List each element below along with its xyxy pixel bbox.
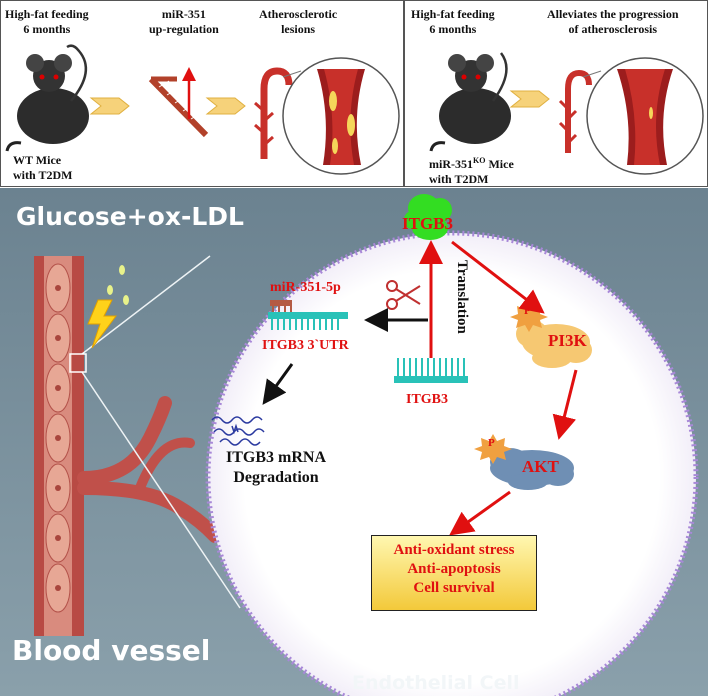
blood-vessel-wall: [34, 256, 84, 636]
degraded-mrna-icon: [211, 416, 265, 446]
alleviates-label: Alleviates the progression of atheroscle…: [547, 7, 679, 37]
degradation-label: ITGB3 mRNA Degradation: [226, 448, 326, 488]
ko-mice-panel: High-fat feeding 6 months Alleviates the…: [404, 0, 708, 187]
itgb3-mrna-icon: [394, 358, 468, 383]
endothelial-cell-label: Endothelial Cell: [352, 672, 520, 694]
mechanism-illustration: [0, 188, 708, 696]
hfd-line2: 6 months: [23, 22, 71, 36]
mir-upregulation-label: miR-351 up-regulation: [149, 7, 219, 37]
itgb3-receptor-icon: [404, 194, 452, 240]
stimulus-label: Glucose+ox-LDL: [16, 202, 244, 231]
healthy-artery-zoom: [586, 57, 704, 175]
chevron-arrow-icon: [89, 97, 130, 115]
zoom-box: [69, 353, 87, 373]
lesions-line1: Atherosclerotic: [259, 7, 338, 21]
mir-label-line2: up-regulation: [149, 22, 219, 36]
lesions-line2: lesions: [281, 22, 316, 36]
mirna-hairpin-icon: [148, 76, 209, 138]
mir-label-line1: miR-351: [161, 7, 206, 21]
wt-pathway-illustration: [5, 44, 400, 175]
alleviates-line1: Alleviates the progression: [547, 7, 679, 21]
chevron-arrow-icon-2: [205, 97, 246, 115]
wt-mice-label: WT Mice with T2DM: [13, 153, 72, 183]
akt-phospho-label: P: [488, 437, 495, 449]
mirna-binding-icon: [268, 300, 348, 330]
akt-to-outcome-arrow: [449, 490, 511, 536]
ko-mouse-icon: [429, 52, 511, 152]
hfd-label-left: High-fat feeding 6 months: [5, 7, 89, 37]
vessel-branches: [77, 396, 222, 543]
mirna-label: miR-351-5p: [270, 280, 341, 295]
ko-zoom-line: [582, 70, 602, 78]
itgb3-to-pi3k-arrow: [451, 240, 545, 314]
akt-phospho-icon: [474, 434, 512, 464]
wt-mice-line1: WT Mice: [13, 153, 62, 167]
hfd-right-line1: High-fat feeding: [411, 7, 495, 21]
degradation-line2: Degradation: [233, 469, 319, 486]
lightning-icon: [87, 299, 117, 349]
ko-mice-label: miR-351KO Mice with T2DM: [429, 153, 514, 187]
lesion-artery-zoom: [282, 57, 400, 175]
ko-pathway-illustration: [429, 52, 704, 175]
ko-mice-suffix: Mice: [485, 157, 514, 171]
outcome-survival: Cell survival: [413, 580, 495, 596]
hfd-right-line2: 6 months: [429, 22, 477, 36]
scissors-icon: [386, 280, 421, 310]
ko-aorta-icon: [558, 69, 592, 153]
utr-label: ITGB3 3`UTR: [262, 338, 349, 353]
degradation-line1: ITGB3 mRNA: [226, 449, 327, 466]
zoom-line: [282, 70, 302, 78]
hfd-label-right: High-fat feeding 6 months: [411, 7, 495, 37]
blood-vessel-label: Blood vessel: [12, 634, 211, 667]
up-arrow-icon: [182, 67, 196, 119]
wt-mice-panel: High-fat feeding 6 months miR-351 up-reg…: [0, 0, 404, 187]
glucose-droplets: [107, 265, 129, 305]
akt-label: AKT: [522, 457, 559, 476]
pi3k-protein-icon: [516, 320, 592, 368]
itgb3-gene-label: ITGB3: [406, 392, 449, 407]
wt-mice-line2: with T2DM: [13, 168, 73, 182]
itgb3-receptor-label: ITGB3: [402, 214, 454, 233]
ko-chevron-arrow-icon: [509, 90, 550, 108]
mechanism-panel: Glucose+ox-LDL Blood vessel Endothelial …: [0, 188, 708, 696]
zoom-line-bottom: [81, 371, 241, 609]
degradation-arrow: [262, 363, 294, 405]
alleviates-line2: of atherosclerosis: [568, 22, 658, 36]
hfd-line1: High-fat feeding: [5, 7, 89, 21]
akt-protein-icon: [490, 448, 574, 490]
pi3k-to-akt-arrow: [552, 369, 578, 440]
outcome-antiapoptosis: Anti-apoptosis: [407, 561, 501, 577]
ko-mice-line2: with T2DM: [429, 172, 489, 186]
lesions-label: Atherosclerotic lesions: [259, 7, 337, 37]
outcome-box: Anti-oxidant stress Anti-apoptosis Cell …: [371, 535, 537, 611]
ko-superscript: KO: [473, 156, 486, 165]
ko-mice-prefix: miR-351: [429, 157, 473, 171]
outcome-antioxidant: Anti-oxidant stress: [393, 542, 515, 558]
zoom-line-top: [81, 255, 211, 355]
mouse-icon: [5, 44, 89, 152]
pi3k-label: PI3K: [548, 331, 587, 350]
pi3k-phospho-label: P: [524, 305, 531, 317]
ko-mice-line1: miR-351KO Mice: [429, 153, 514, 172]
translation-label: Translation: [454, 260, 470, 334]
aorta-icon: [254, 67, 293, 159]
